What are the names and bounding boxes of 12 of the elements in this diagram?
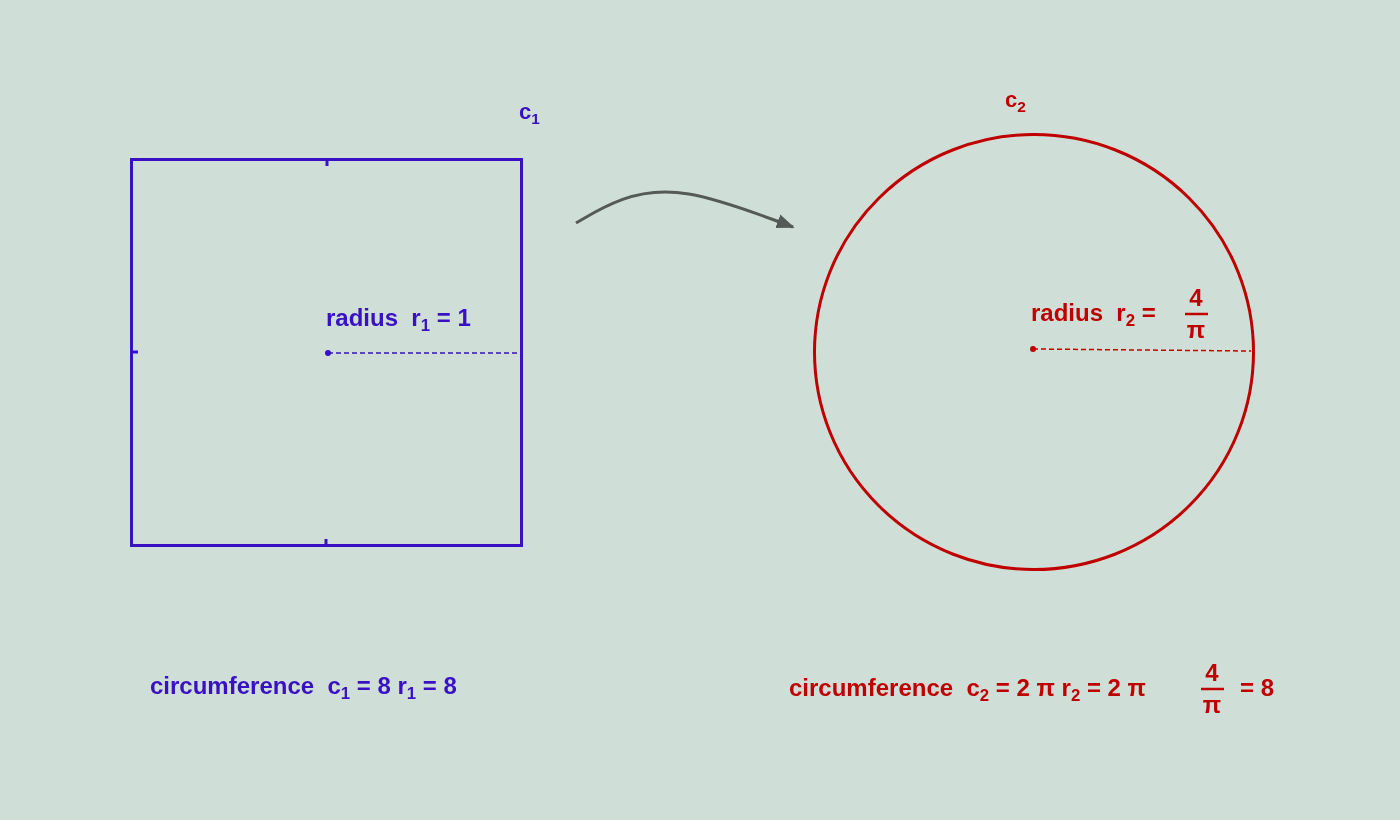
formula-text: circumference c$_{2}$ = 2 π r$_{2}$ = 2 π [789,673,1146,703]
shape-label: c$_{1}$ [519,99,540,125]
formula-text: radius r$_{2}$ = [1031,298,1156,328]
formula-text: π [1186,315,1206,345]
formula-text: 4 [1189,283,1203,313]
formula-text: = 8 [1240,673,1275,703]
formula-text: circumference c$_{1}$ = 8 r$_{1}$ = 8 [150,671,457,701]
curved-arrow [575,190,795,229]
shape-label: c$_{2}$ [1005,87,1026,113]
formula-text: 4 [1205,658,1219,688]
formula-text: π [1202,690,1222,720]
formula-text: radius r$_{1}$ = 1 [326,303,471,333]
